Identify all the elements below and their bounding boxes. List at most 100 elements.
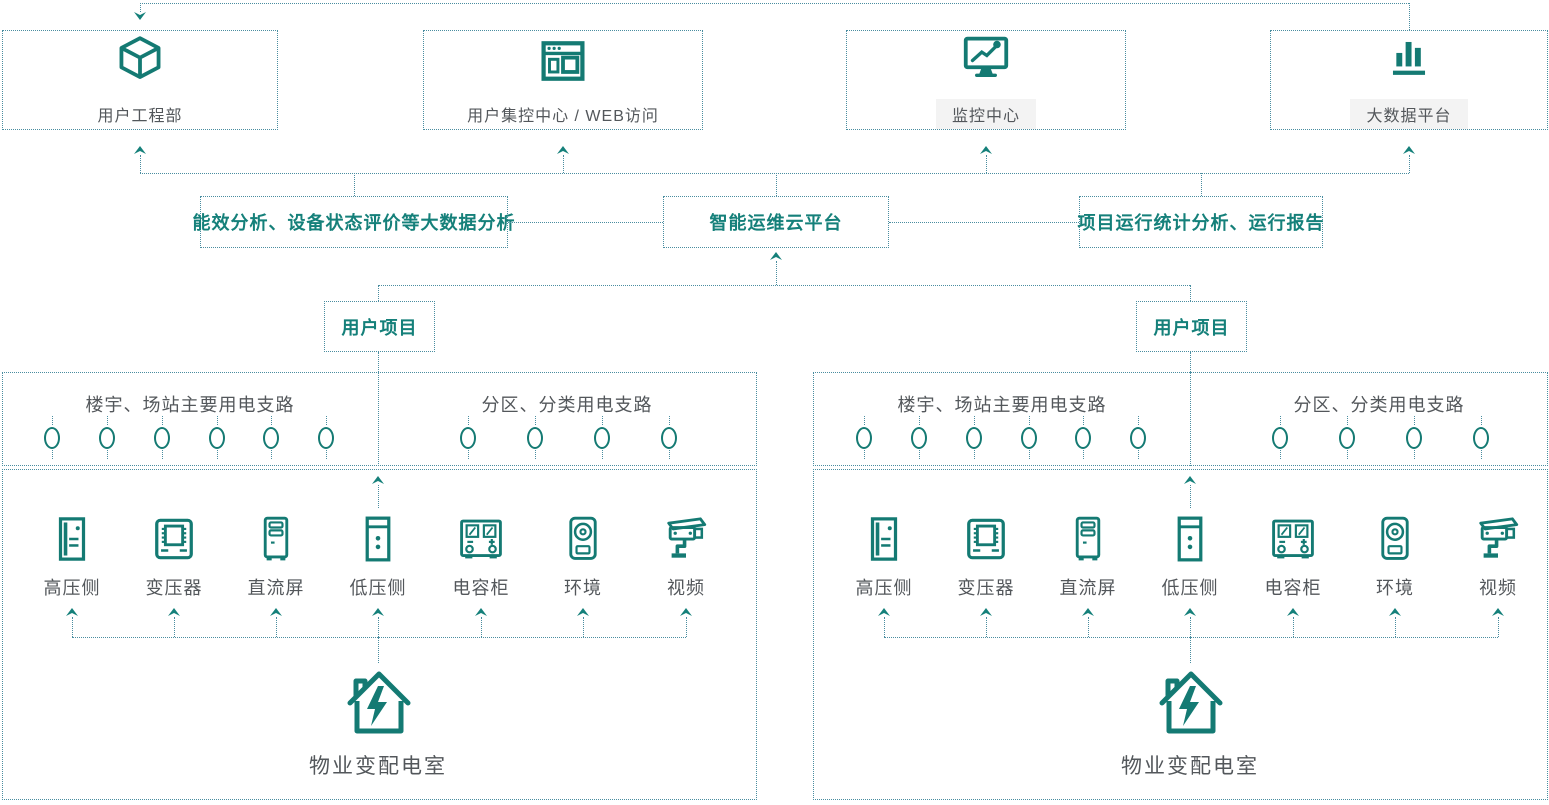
branch-tick <box>1481 450 1482 459</box>
connector <box>378 637 379 663</box>
hv-cabinet-icon <box>861 514 907 564</box>
branch-tick <box>669 416 670 425</box>
connector <box>140 3 141 12</box>
equipment-label: 变压器 <box>145 578 203 598</box>
branch-tick <box>52 416 53 425</box>
node-user-project-right: 用户项目 <box>1136 301 1247 352</box>
node-label: 智能运维云平台 <box>709 213 843 233</box>
branch-tick <box>919 450 920 459</box>
node-label: 用户项目 <box>1153 317 1230 338</box>
branch-tick <box>974 416 975 425</box>
connector <box>776 173 777 196</box>
arrow-up-icon <box>1184 476 1196 484</box>
branch-circle <box>154 427 170 449</box>
connector <box>140 155 141 173</box>
branch-circle <box>318 427 334 449</box>
connector <box>508 222 663 223</box>
connector <box>1409 155 1410 173</box>
arrow-up-icon <box>168 608 180 616</box>
equipment-label: 低压侧 <box>349 578 407 598</box>
node-label: 项目运行统计分析、运行报告 <box>1077 213 1325 233</box>
arrow-up-icon <box>1082 608 1094 616</box>
node-operation-report: 项目运行统计分析、运行报告 <box>1077 196 1325 248</box>
connector <box>1190 485 1191 508</box>
connector <box>481 617 482 637</box>
branch-tick <box>52 450 53 459</box>
sub-branches-title: 分区、分类用电支路 <box>1293 395 1465 415</box>
connector <box>1190 285 1191 301</box>
branch-circle <box>1075 427 1091 449</box>
dc-panel-icon <box>1065 514 1111 564</box>
connector-to-top-nodes <box>140 173 1409 174</box>
equipment-bus <box>884 637 1498 638</box>
substation-region-right <box>813 469 1548 800</box>
cube-icon <box>113 34 167 93</box>
substation-region-left <box>2 469 757 800</box>
bar-chart-icon <box>1382 31 1436 90</box>
browser-icon <box>536 34 590 93</box>
branch-tick <box>162 416 163 425</box>
equipment-label: 低压侧 <box>1161 578 1219 598</box>
branch-tick <box>974 450 975 459</box>
branch-tick <box>107 416 108 425</box>
branch-tick <box>864 450 865 459</box>
branches-region-right <box>813 372 1548 466</box>
branch-tick <box>1280 450 1281 459</box>
branch-circle <box>594 427 610 449</box>
node-label: 用户工程部 <box>97 108 183 125</box>
power-room-label: 物业变配电室 <box>309 755 447 778</box>
arrow-up-icon <box>1403 146 1415 154</box>
sub-branches-title: 分区、分类用电支路 <box>481 395 653 415</box>
main-branches-title: 楼宇、场站主要用电支路 <box>85 395 295 415</box>
connector <box>986 617 987 637</box>
branch-tick <box>1138 416 1139 425</box>
connector <box>1190 637 1191 663</box>
environment-sensor-icon <box>1372 514 1418 564</box>
connector <box>686 617 687 637</box>
branch-circle <box>1473 427 1489 449</box>
arrow-up-icon <box>66 608 78 616</box>
branch-tick <box>1414 450 1415 459</box>
arrow-down-icon <box>134 12 146 20</box>
node-cloud-platform: 智能运维云平台 <box>663 196 889 248</box>
lv-cabinet-icon <box>355 514 401 564</box>
connector <box>72 617 73 637</box>
arrow-up-icon <box>1492 608 1504 616</box>
arrow-up-icon <box>980 146 992 154</box>
lv-cabinet-icon <box>1167 514 1213 564</box>
equipment-label: 高压侧 <box>855 578 913 598</box>
equipment-label: 直流屏 <box>1059 578 1117 598</box>
connector <box>884 617 885 637</box>
branch-tick <box>1083 416 1084 425</box>
equipment-label: 视频 <box>667 578 705 598</box>
connector <box>1190 352 1191 372</box>
connector <box>1088 617 1089 637</box>
branch-tick <box>864 416 865 425</box>
connector <box>1293 617 1294 637</box>
branch-tick <box>1481 416 1482 425</box>
connector <box>354 173 355 196</box>
equipment-label: 电容柜 <box>1264 578 1322 598</box>
branch-circle <box>99 427 115 449</box>
connector <box>563 155 564 173</box>
connector <box>378 617 379 637</box>
arrow-up-icon <box>557 146 569 154</box>
branch-tick <box>217 416 218 425</box>
arrow-up-icon <box>980 608 992 616</box>
branch-tick <box>602 450 603 459</box>
arrow-up-icon <box>577 608 589 616</box>
equipment-bus <box>72 637 686 638</box>
node-control-center-web: 用户集控中心 / WEB访问 <box>423 30 703 130</box>
arrow-up-icon <box>1389 608 1401 616</box>
node-label: 用户集控中心 / WEB访问 <box>467 108 659 125</box>
hv-cabinet-icon <box>49 514 95 564</box>
connector <box>1409 3 1410 30</box>
branches-divider <box>1190 372 1191 466</box>
branch-tick <box>271 416 272 425</box>
branch-tick <box>669 450 670 459</box>
branch-circle <box>1272 427 1288 449</box>
connector <box>583 617 584 637</box>
branch-tick <box>468 450 469 459</box>
arrow-up-icon <box>270 608 282 616</box>
